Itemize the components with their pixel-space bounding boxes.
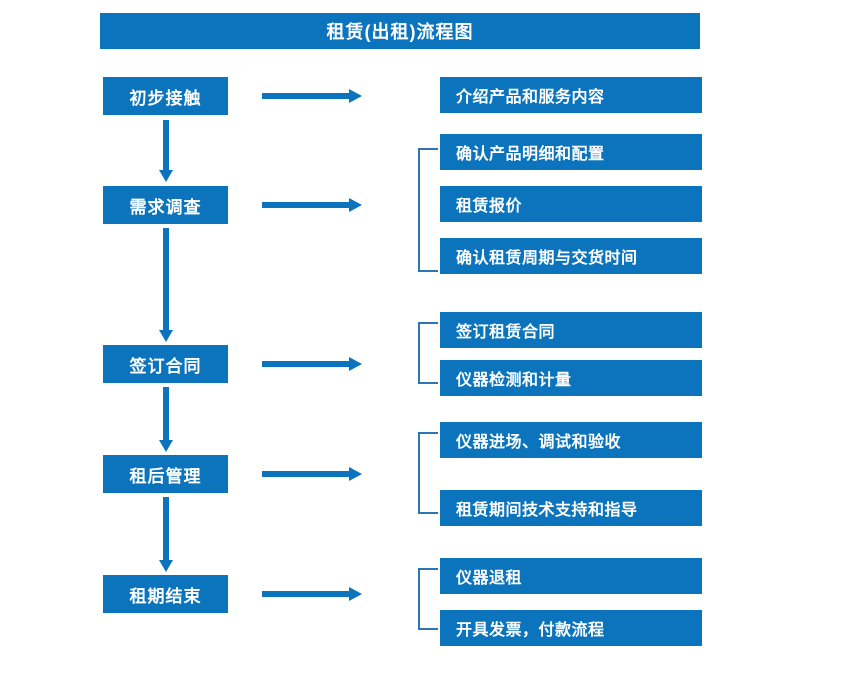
- arrow-head-right-icon: [349, 89, 362, 103]
- detail-box-7[interactable]: 仪器进场、调试和验收: [440, 422, 702, 458]
- arrow-shaft: [163, 228, 169, 330]
- arrow-shaft: [262, 591, 350, 597]
- detail-box-9[interactable]: 仪器退租: [440, 558, 702, 594]
- detail-box-4[interactable]: 确认租赁周期与交货时间: [440, 238, 702, 274]
- arrow-head-down-icon: [159, 560, 173, 572]
- arrow-shaft: [163, 387, 169, 440]
- stage-box-5[interactable]: 租期结束: [103, 575, 228, 613]
- arrow-head-down-icon: [159, 440, 173, 452]
- arrow-head-down-icon: [159, 330, 173, 342]
- stage-box-3[interactable]: 签订合同: [103, 345, 228, 383]
- horizontal-arrow-5: [262, 587, 362, 601]
- stage-box-4[interactable]: 租后管理: [103, 455, 228, 493]
- group-bracket-1: [418, 148, 438, 272]
- detail-box-10[interactable]: 开具发票，付款流程: [440, 610, 702, 646]
- detail-box-2[interactable]: 确认产品明细和配置: [440, 134, 702, 170]
- detail-box-6[interactable]: 仪器检测和计量: [440, 360, 702, 396]
- vertical-arrow-2: [159, 228, 173, 342]
- detail-box-3[interactable]: 租赁报价: [440, 186, 702, 222]
- arrow-shaft: [163, 497, 169, 560]
- vertical-arrow-1: [159, 120, 173, 182]
- group-bracket-4: [418, 568, 438, 630]
- detail-box-8[interactable]: 租赁期间技术支持和指导: [440, 490, 702, 526]
- arrow-head-down-icon: [159, 170, 173, 182]
- horizontal-arrow-4: [262, 467, 362, 481]
- group-bracket-2: [418, 322, 438, 384]
- horizontal-arrow-1: [262, 89, 362, 103]
- arrow-shaft: [262, 361, 350, 367]
- horizontal-arrow-3: [262, 357, 362, 371]
- page-title: 租赁(出租)流程图: [100, 13, 700, 49]
- arrow-shaft: [262, 202, 350, 208]
- arrow-shaft: [262, 93, 350, 99]
- group-bracket-3: [418, 432, 438, 514]
- vertical-arrow-4: [159, 497, 173, 572]
- horizontal-arrow-2: [262, 198, 362, 212]
- arrow-head-right-icon: [349, 467, 362, 481]
- arrow-shaft: [262, 471, 350, 477]
- arrow-head-right-icon: [349, 198, 362, 212]
- arrow-shaft: [163, 120, 169, 170]
- arrow-head-right-icon: [349, 357, 362, 371]
- stage-box-1[interactable]: 初步接触: [103, 77, 228, 115]
- stage-box-2[interactable]: 需求调查: [103, 186, 228, 224]
- detail-box-5[interactable]: 签订租赁合同: [440, 312, 702, 348]
- detail-box-1[interactable]: 介绍产品和服务内容: [440, 77, 702, 113]
- arrow-head-right-icon: [349, 587, 362, 601]
- vertical-arrow-3: [159, 387, 173, 452]
